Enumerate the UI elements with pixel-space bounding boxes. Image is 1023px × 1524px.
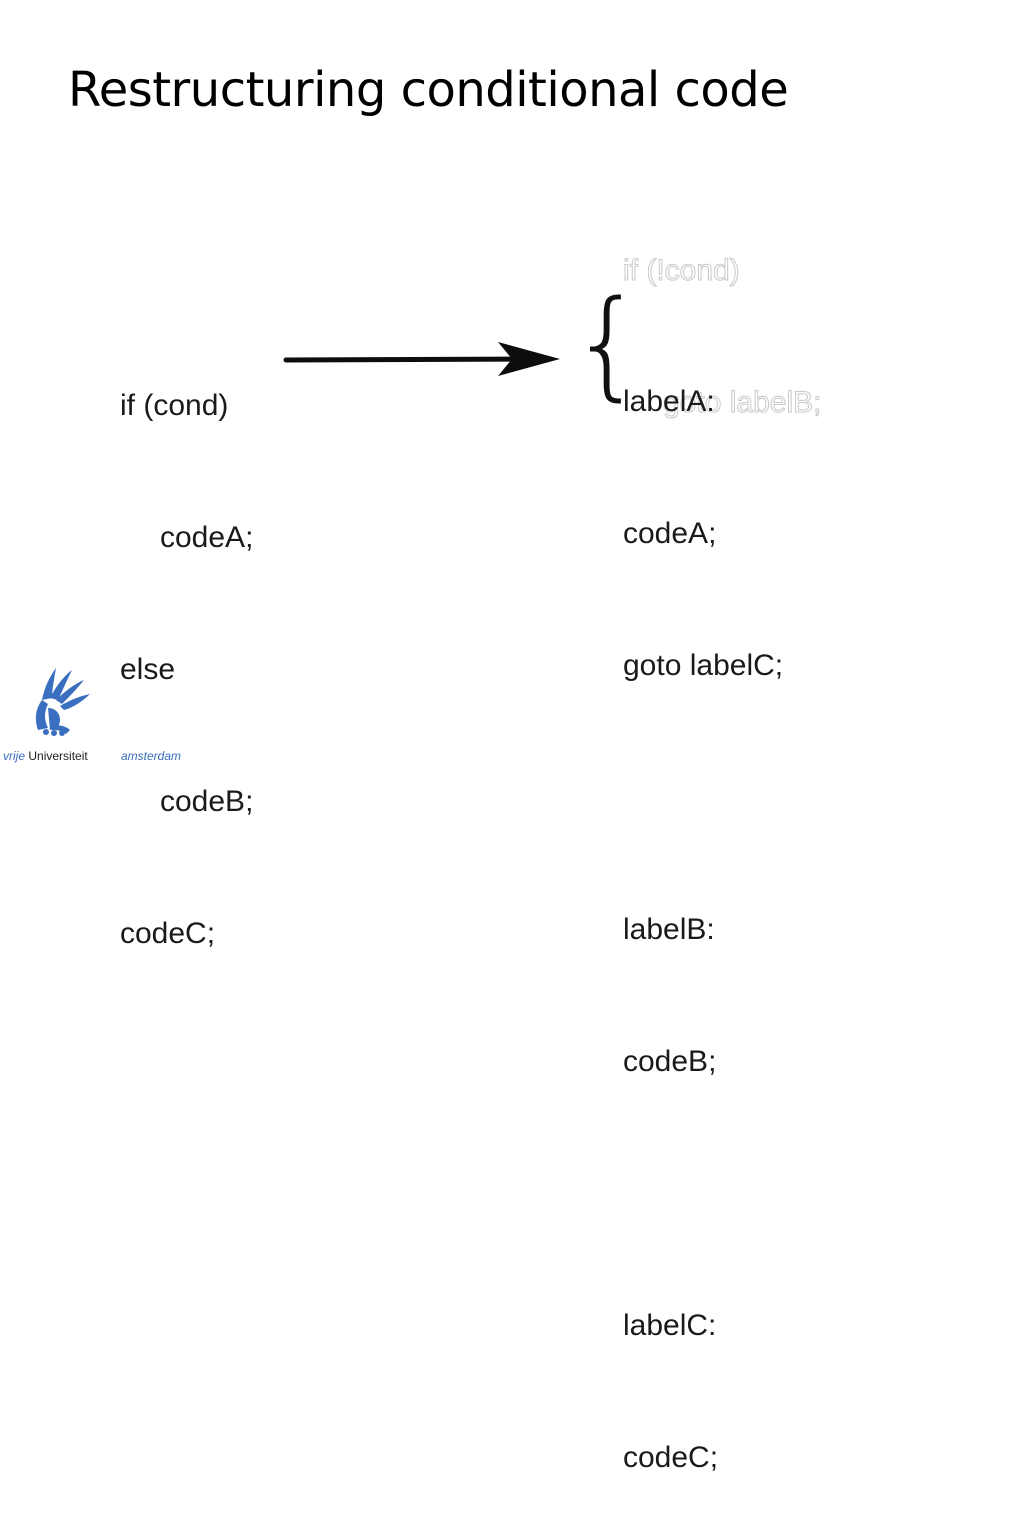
footer-universiteit: Universiteit (28, 749, 88, 763)
ghost-code-line: if (!cond) (622, 254, 740, 288)
code-line: labelA: (623, 385, 715, 418)
code-line: codeC; (623, 1441, 719, 1474)
ghost-code-block: if (!cond) goto labelB; (622, 161, 822, 469)
griffin-logo-icon (35, 668, 90, 736)
curly-brace: { (570, 274, 646, 412)
code-line: goto labelC; (623, 649, 784, 682)
blank-line (623, 1172, 783, 1216)
code-line: codeA; (160, 521, 254, 554)
footer-city: amsterdam (121, 749, 182, 763)
code-line: labelB: (623, 913, 715, 946)
code-line: else (120, 653, 176, 686)
code-line: codeA; (623, 517, 717, 550)
ghost-code-line: goto labelB; (662, 386, 822, 420)
code-line: codeC; (120, 917, 216, 950)
slide-title: Restructuring conditional code (68, 62, 789, 118)
university-footer: vrije Universiteit amsterdam (3, 749, 181, 763)
original-code-block: if (cond) codeA; else codeB; codeC; (120, 296, 253, 1000)
blank-line (623, 776, 783, 820)
code-line: codeB; (623, 1045, 717, 1078)
code-line: codeB; (160, 785, 254, 818)
restructured-code-block: labelA: codeA; goto labelC; labelB: code… (623, 292, 783, 1524)
transform-arrow (283, 342, 560, 376)
code-line: if (cond) (120, 389, 229, 422)
code-line: labelC: (623, 1309, 717, 1342)
footer-vrije: vrije (3, 749, 26, 763)
